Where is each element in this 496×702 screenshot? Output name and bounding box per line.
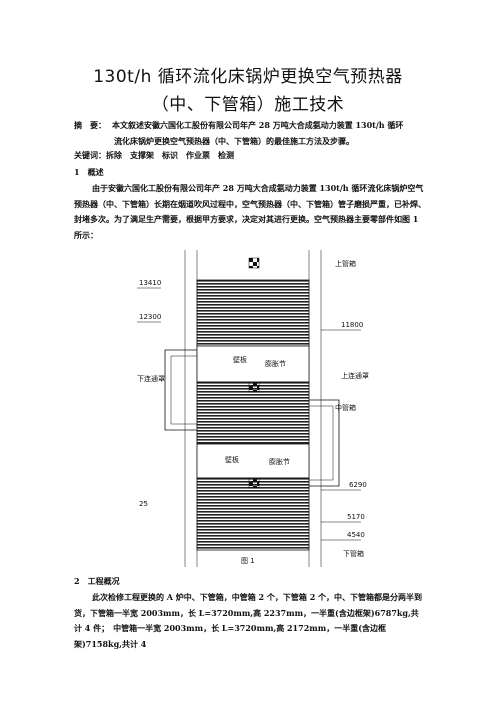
abstract-label: 摘 要： [74,120,106,130]
abstract-line-2: 流化床锅炉更换空气预热器（中、下管箱）的最佳施工方法及步骤。 [114,135,354,146]
side-mark: 25 [139,500,148,508]
figure-caption: 图 1 [241,557,255,565]
wall-panel-2 [196,443,310,479]
marker-low-icon [248,477,260,489]
elevation-13410: 13410 [139,279,161,287]
label-joint-1: 膨胀节 [265,359,286,368]
label-wall-2: 壁板 [225,455,239,464]
title-line-2: （中、下管箱）施工技术 [151,95,345,115]
label-upper-duct: 上连通罩 [341,371,369,380]
label-joint-2: 膨胀节 [269,457,290,466]
section-2-body: 此次检修工程更换的 A 炉中、下管箱，中管箱 2 个，下管箱 2 个，中、下管箱… [74,592,423,649]
label-wall-1: 壁板 [233,355,247,364]
label-upper-box: 上管箱 [335,259,356,268]
title-line-1: 130t/h 循环流化床锅炉更换空气预热器 [93,67,403,87]
section-2-heading: 2 工程概况 [74,576,120,586]
elevation-11800: 11800 [341,321,363,329]
lower-tube-box [196,477,310,551]
label-lower-duct: 下连通罩 [137,374,165,383]
wall-panel-1 [196,345,310,383]
abstract-line-1: 本文叙述安徽六国化工股份有限公司年产 28 万吨大合成氨动力装置 130t/h … [112,120,404,130]
marker-mid-icon [248,381,260,393]
label-middle-box: 中管箱 [335,403,356,412]
elevation-4540: 4540 [347,531,365,539]
upper-duct-outline [309,399,340,487]
air-preheater-diagram: 13410 12300 11800 6290 5170 4540 25 上管箱 … [137,250,369,567]
keywords: 关键词：拆除 支撑架 标识 作业票 检测 [74,150,234,160]
lower-duct-outline [164,349,197,431]
label-lower-box: 下管箱 [343,549,364,558]
elevation-6290: 6290 [349,481,367,489]
section-1-heading: 1 概述 [74,167,104,177]
upper-tube-box [196,279,310,347]
abstract: 摘 要： 本文叙述安徽六国化工股份有限公司年产 28 万吨大合成氨动力装置 130… [74,118,430,149]
elevation-12300: 12300 [139,313,161,321]
section-1-body: 由于安徽六国化工股份有限公司年产 28 万吨大合成氨动力装置 130t/h 循环… [74,183,426,240]
elevation-5170: 5170 [347,513,365,521]
marker-top-icon [248,257,260,269]
